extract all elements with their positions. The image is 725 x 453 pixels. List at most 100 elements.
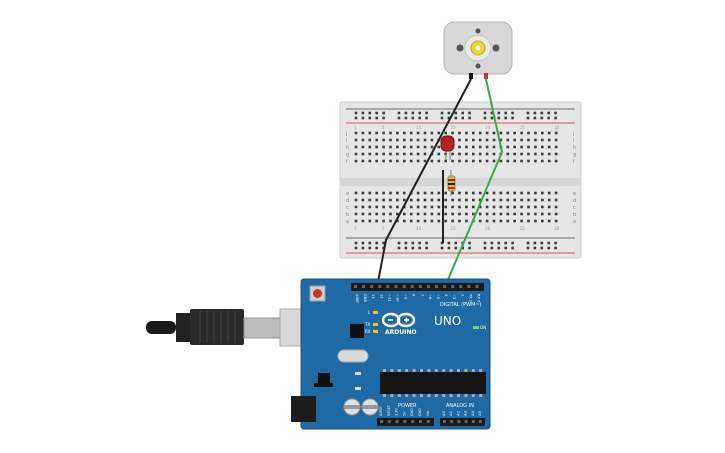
breadboard-hole <box>506 159 510 163</box>
wire-black-motor[interactable] <box>377 78 472 283</box>
rail-hole <box>504 246 507 250</box>
rail-hole <box>490 116 494 120</box>
breadboard-hole <box>451 159 454 163</box>
breadboard-hole <box>499 198 503 202</box>
breadboard-hole <box>485 152 489 156</box>
digital-pin <box>467 285 471 288</box>
breadboard-hole <box>375 198 378 202</box>
rail-hole <box>533 246 537 250</box>
breadboard-hole <box>541 145 544 149</box>
rail-hole <box>554 241 557 245</box>
breadboard-hole <box>368 191 372 195</box>
analog-pin-label: A1 <box>448 410 453 416</box>
rail-hole <box>425 116 428 120</box>
resistor[interactable] <box>447 170 456 196</box>
breadboard-hole <box>478 159 482 163</box>
breadboard-hole <box>375 219 378 223</box>
breadboard-hole <box>423 212 427 216</box>
breadboard-hole <box>437 212 441 216</box>
breadboard-hole <box>534 152 537 156</box>
digital-pin <box>386 285 390 288</box>
breadboard-hole <box>527 198 530 202</box>
row-letter-left: i <box>346 138 347 144</box>
breadboard-hole <box>520 205 523 209</box>
rail-hole <box>554 116 557 120</box>
breadboard-hole <box>534 198 537 202</box>
breadboard-hole <box>554 212 558 216</box>
digital-pin-label: ~11 <box>387 294 391 302</box>
breadboard-hole <box>472 205 475 209</box>
breadboard-hole <box>513 131 516 135</box>
row-letter-left: e <box>346 191 349 197</box>
breadboard-hole <box>389 152 392 156</box>
breadboard-hole <box>451 198 454 202</box>
digital-pin-label: 2 <box>460 294 464 296</box>
chip-pin <box>479 394 483 397</box>
breadboard-hole <box>451 212 454 216</box>
rail-hole <box>526 111 530 115</box>
breadboard-hole <box>492 212 496 216</box>
breadboard-hole <box>554 198 558 202</box>
breadboard-hole <box>554 205 558 209</box>
rail-hole <box>397 111 401 115</box>
breadboard-hole <box>437 198 441 202</box>
breadboard-hole <box>478 212 482 216</box>
digital-pin-label: RX 0 <box>477 294 481 303</box>
breadboard-hole <box>409 138 413 142</box>
breadboard-hole <box>465 219 468 223</box>
breadboard-hole <box>416 159 420 163</box>
rail-hole <box>490 246 494 250</box>
rail-hole <box>511 111 514 115</box>
breadboard-hole <box>361 131 365 135</box>
breadboard-hole <box>541 219 544 223</box>
breadboard-holes <box>354 111 558 250</box>
breadboard-hole <box>465 191 468 195</box>
dc-motor[interactable] <box>443 21 513 79</box>
column-number-top: 1 <box>354 125 357 130</box>
breadboard-hole <box>547 145 551 149</box>
analog-pin-label: A4 <box>470 410 475 416</box>
rail-hole <box>540 111 544 115</box>
breadboard-hole <box>430 159 434 163</box>
row-letter-right: f <box>573 159 575 165</box>
arduino-model-text: UNO <box>434 314 461 328</box>
breadboard-hole <box>375 152 378 156</box>
breadboard-hole <box>423 159 427 163</box>
breadboard-hole <box>416 219 420 223</box>
breadboard-hole <box>368 131 372 135</box>
rail-hole <box>361 111 365 115</box>
breadboard-hole <box>451 219 454 223</box>
power-pin-label: GND <box>418 408 422 416</box>
breadboard-hole <box>423 138 427 142</box>
breadboard-hole <box>554 138 558 142</box>
led[interactable] <box>440 135 455 160</box>
breadboard-hole <box>506 205 510 209</box>
rail-hole <box>447 241 451 245</box>
breadboard-hole <box>547 159 551 163</box>
breadboard-hole <box>506 191 510 195</box>
breadboard-hole <box>485 219 489 223</box>
breadboard-hole <box>375 145 378 149</box>
breadboard-hole <box>437 205 441 209</box>
breadboard-hole <box>423 145 427 149</box>
breadboard-hole <box>478 191 482 195</box>
breadboard-hole <box>499 205 503 209</box>
breadboard-hole <box>368 212 372 216</box>
usb-connector-metal <box>243 317 281 339</box>
wire-green-motor[interactable] <box>446 78 504 283</box>
breadboard-hole <box>478 145 482 149</box>
breadboard-hole <box>389 159 392 163</box>
breadboard-hole <box>382 198 385 202</box>
usb-cable[interactable] <box>146 308 311 347</box>
breadboard-hole <box>534 205 537 209</box>
breadboard-hole <box>423 198 427 202</box>
breadboard-hole <box>354 198 358 202</box>
breadboard-hole <box>492 205 496 209</box>
breadboard-hole <box>444 212 447 216</box>
rail-hole <box>526 241 530 245</box>
breadboard-hole <box>375 131 378 135</box>
breadboard-hole <box>499 159 503 163</box>
breadboard-hole <box>492 138 496 142</box>
